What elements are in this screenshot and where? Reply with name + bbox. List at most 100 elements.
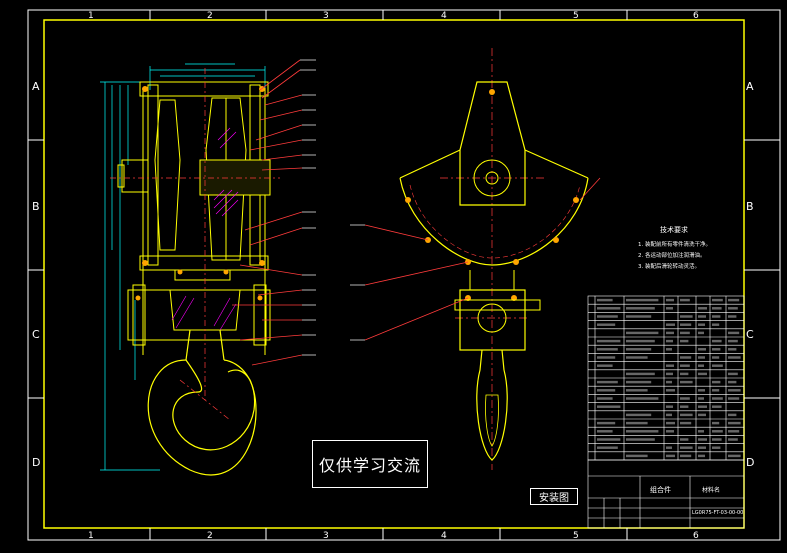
parts-list-cell-text bbox=[712, 339, 722, 343]
parts-list-cell-text bbox=[698, 430, 704, 433]
col-marker-5-bottom: 5 bbox=[573, 531, 579, 541]
parts-list-cell-text bbox=[712, 348, 721, 351]
hook-front bbox=[476, 349, 508, 461]
parts-list-cell-text bbox=[626, 438, 655, 441]
parts-list-cell-text bbox=[597, 315, 618, 318]
parts-list-cell-text bbox=[712, 438, 722, 441]
row-marker-c: C bbox=[32, 328, 40, 341]
zone-ticks bbox=[28, 10, 780, 540]
balloon-marks-left bbox=[300, 59, 316, 356]
parts-list-cell-text bbox=[666, 364, 674, 367]
dimension-lines bbox=[100, 63, 266, 471]
parts-list-cell-text bbox=[626, 298, 659, 302]
parts-list-cell-text bbox=[597, 446, 618, 449]
parts-list-cell-text bbox=[728, 339, 738, 343]
parts-list-cell-text bbox=[666, 389, 675, 392]
parts-list-cell-text bbox=[698, 454, 705, 458]
parts-list-cell-text bbox=[698, 356, 705, 359]
parts-list-cell-text bbox=[698, 446, 706, 449]
col-marker-4: 4 bbox=[441, 11, 447, 21]
row-marker-c-right: C bbox=[746, 328, 754, 341]
parts-list-cell-text bbox=[597, 307, 621, 310]
parts-list-cell-text bbox=[626, 380, 652, 384]
col-marker-5: 5 bbox=[573, 11, 579, 21]
parts-list-cell-text bbox=[712, 421, 720, 425]
parts-list-cell-text bbox=[666, 339, 673, 343]
parts-list-cell-text bbox=[698, 372, 707, 376]
centerlines-left bbox=[110, 68, 280, 421]
parts-list-cell-text bbox=[666, 430, 674, 433]
parts-list-cell-text bbox=[626, 339, 655, 343]
parts-list-cell-text bbox=[626, 372, 655, 376]
col-marker-2: 2 bbox=[207, 11, 213, 21]
parts-list-cell-text bbox=[626, 389, 648, 392]
hook-front-section bbox=[485, 394, 499, 447]
parts-list-cell-text bbox=[698, 364, 704, 367]
parts-list-cell-text bbox=[680, 438, 689, 441]
parts-list-cell-text bbox=[666, 380, 672, 384]
material-label: 材料名 bbox=[702, 486, 720, 494]
drawing-number: LG0R75-FT-03-00-00 bbox=[692, 510, 743, 516]
parts-list-cell-text bbox=[728, 315, 737, 318]
parts-list-cell-text bbox=[728, 438, 738, 441]
parts-list-cell-text bbox=[680, 454, 692, 458]
parts-list-cell-text bbox=[680, 323, 692, 326]
row-marker-a-right: A bbox=[746, 80, 754, 93]
parts-list-cell-text bbox=[698, 397, 704, 400]
frame-plates bbox=[139, 81, 269, 355]
parts-list-cell-text bbox=[666, 298, 674, 302]
sheave-assembly bbox=[117, 97, 271, 261]
leader-lines-right bbox=[364, 177, 601, 341]
parts-list-cell-text bbox=[626, 413, 652, 417]
parts-list-cell-text bbox=[680, 315, 693, 318]
watermark-box: 仅供学习交流 bbox=[312, 440, 428, 488]
parts-list-cell-text bbox=[666, 331, 674, 335]
col-marker-1-bottom: 1 bbox=[88, 531, 94, 541]
bolts-left bbox=[135, 86, 265, 301]
parts-list-cell-text bbox=[712, 405, 722, 408]
parts-list bbox=[587, 295, 745, 461]
parts-list-cell-text bbox=[597, 323, 616, 326]
crosshead bbox=[127, 269, 271, 346]
parts-list-cell-text bbox=[728, 348, 737, 351]
parts-list-cell-text bbox=[666, 413, 672, 417]
zone-labels: 1 2 3 4 5 6 1 2 3 4 5 6 A B C D A B C D bbox=[32, 11, 754, 541]
parts-list-cell-text bbox=[597, 364, 613, 367]
parts-list-cell-text bbox=[597, 405, 621, 408]
parts-list-cell-text bbox=[728, 454, 741, 458]
parts-list-cell-text bbox=[680, 405, 689, 408]
crosshead-bar bbox=[454, 299, 541, 311]
parts-list-cell-text bbox=[626, 331, 659, 335]
parts-list-cell-text bbox=[728, 430, 740, 433]
parts-list-cell-text bbox=[712, 446, 721, 449]
parts-list-cell-text bbox=[728, 356, 741, 359]
parts-list-cell-text bbox=[680, 356, 692, 359]
hub-hatch bbox=[213, 127, 239, 217]
parts-list-cell-text bbox=[597, 339, 621, 343]
row-marker-d: D bbox=[32, 456, 40, 469]
parts-list-cell-text bbox=[680, 397, 690, 400]
tech-item-2: 2. 各运动部位加注润滑油。 bbox=[638, 251, 706, 259]
col-marker-2-bottom: 2 bbox=[207, 531, 213, 541]
row-marker-a: A bbox=[32, 80, 40, 93]
row-marker-b-right: B bbox=[746, 200, 754, 213]
parts-list-cell-text bbox=[728, 421, 741, 425]
parts-list-cell-text bbox=[626, 397, 659, 400]
sheave-circle bbox=[473, 159, 511, 197]
guard-inner-line bbox=[409, 184, 581, 259]
row-marker-b: B bbox=[32, 200, 40, 213]
parts-list-cell-text bbox=[698, 307, 707, 310]
parts-list-cell-text bbox=[597, 421, 616, 425]
tech-heading: 技术要求 bbox=[660, 225, 688, 234]
col-marker-3-bottom: 3 bbox=[323, 531, 329, 541]
row-marker-d-right: D bbox=[746, 456, 754, 469]
title-block bbox=[587, 459, 745, 529]
parts-list-cell-text bbox=[728, 413, 737, 417]
parts-list-cell-text bbox=[680, 421, 692, 425]
parts-list-cell-text bbox=[626, 315, 652, 318]
front-view bbox=[350, 48, 601, 470]
parts-list-cell-text bbox=[666, 421, 675, 425]
view-label: 安装图 bbox=[530, 488, 578, 505]
crosshead-links bbox=[469, 270, 515, 290]
